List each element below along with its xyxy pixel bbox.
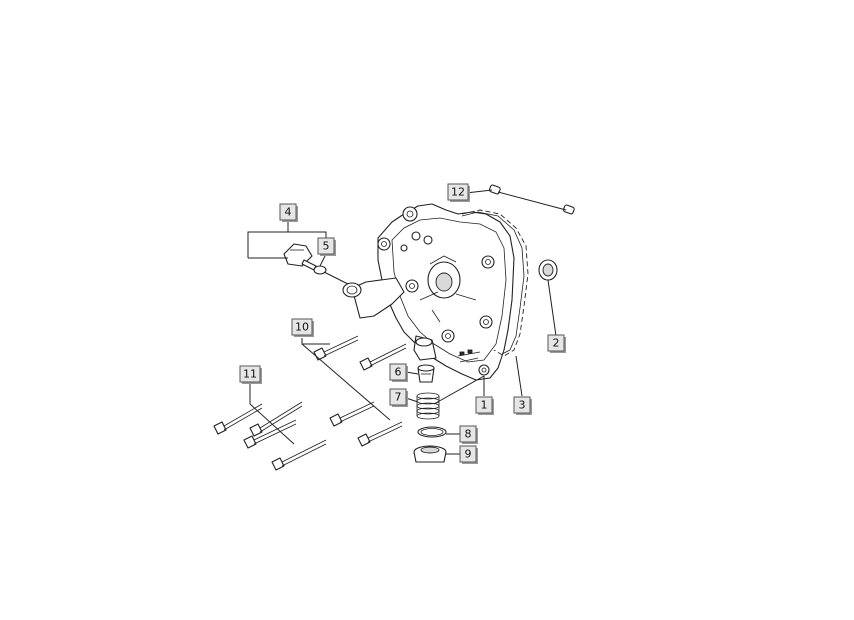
callout-4: 4 bbox=[279, 203, 298, 222]
callout-6: 6 bbox=[389, 363, 408, 382]
bolts-group-10 bbox=[313, 335, 407, 447]
callout-1: 1 bbox=[475, 396, 494, 415]
spring bbox=[416, 392, 440, 420]
filter-cap bbox=[417, 364, 435, 383]
callout-7: 7 bbox=[389, 388, 408, 407]
callout-2-label: 2 bbox=[553, 337, 560, 350]
filler-neck bbox=[342, 277, 405, 319]
oil-seal bbox=[538, 259, 558, 281]
callout-3-label: 3 bbox=[519, 399, 526, 412]
callout-8-label: 8 bbox=[465, 428, 472, 441]
crankcase-cover bbox=[377, 203, 515, 381]
callout-12: 12 bbox=[447, 183, 470, 202]
callout-10-label: 10 bbox=[295, 321, 309, 334]
gasket bbox=[461, 209, 529, 357]
callout-11-label: 11 bbox=[243, 368, 257, 381]
o-ring bbox=[313, 265, 327, 275]
callout-3: 3 bbox=[513, 396, 532, 415]
callout-2: 2 bbox=[547, 334, 566, 353]
callout-5: 5 bbox=[317, 237, 336, 256]
bolts-group-11 bbox=[213, 401, 327, 471]
callout-5-label: 5 bbox=[323, 240, 330, 253]
callout-1-label: 1 bbox=[481, 399, 488, 412]
callout-8: 8 bbox=[459, 425, 478, 444]
callout-4-label: 4 bbox=[285, 206, 292, 219]
callout-6-label: 6 bbox=[395, 366, 402, 379]
callout-11: 11 bbox=[239, 365, 262, 384]
callout-9-label: 9 bbox=[465, 448, 472, 461]
drain-plug bbox=[413, 445, 447, 463]
callout-12-label: 12 bbox=[451, 186, 465, 199]
callout-10: 10 bbox=[291, 318, 314, 337]
callout-9: 9 bbox=[459, 445, 478, 464]
seal-ring bbox=[417, 426, 447, 438]
dowel-pins bbox=[488, 184, 575, 215]
callout-7-label: 7 bbox=[395, 391, 402, 404]
